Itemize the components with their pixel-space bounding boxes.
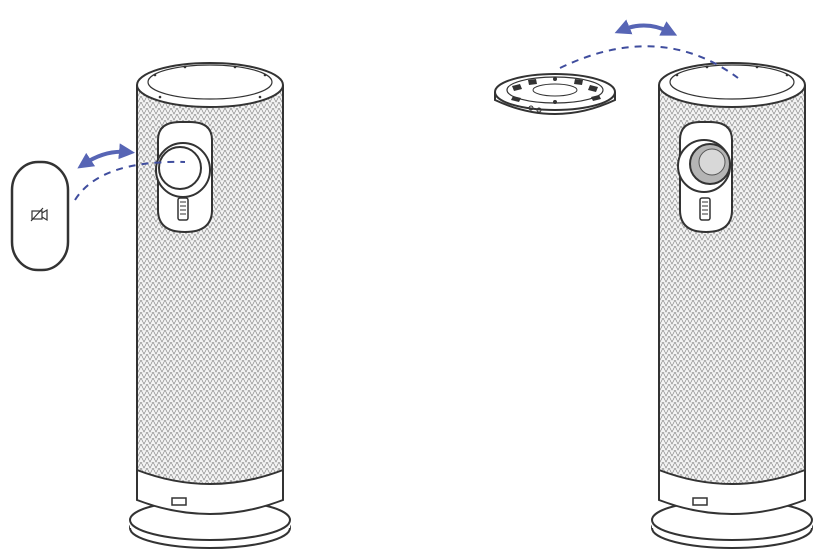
left-top-panel (136, 62, 284, 108)
camera-off-icon (30, 207, 48, 222)
left-base (129, 470, 291, 549)
right-dashed-motion-path (559, 45, 739, 79)
left-camera-lens (158, 146, 202, 190)
right-speaker-device (651, 62, 813, 549)
lens-cover (10, 160, 70, 272)
left-camera-module (155, 121, 213, 234)
right-camera-module (677, 121, 733, 234)
control-buttons (511, 77, 601, 104)
left-status-led (171, 497, 187, 506)
right-status-led (692, 497, 708, 506)
right-tilt-wheel (699, 197, 711, 221)
left-speaker-device (129, 62, 291, 549)
detached-top-control-panel (494, 73, 616, 115)
right-rotate-arrow (614, 19, 678, 36)
left-rotate-arrow (77, 143, 135, 169)
right-top-opening (658, 62, 806, 108)
left-tilt-wheel (177, 197, 189, 221)
